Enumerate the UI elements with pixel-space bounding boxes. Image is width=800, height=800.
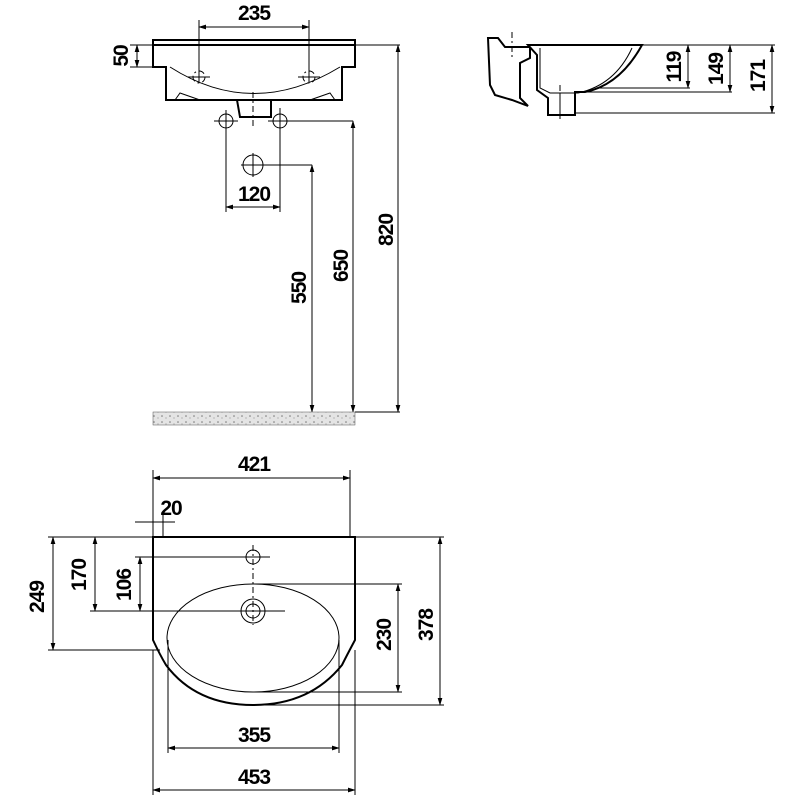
dim-back-to-ledge: 249 <box>26 581 49 613</box>
bowl-curve <box>169 66 341 94</box>
dim-drain-height: 550 <box>288 272 311 304</box>
dim-tap-to-drain: 106 <box>113 569 136 601</box>
bowl-inner <box>539 47 633 94</box>
dim-width-back: 421 <box>238 453 271 476</box>
dim-pipe-spacing: 120 <box>238 183 270 206</box>
dim-bowl-length: 230 <box>373 619 396 651</box>
feet <box>174 92 336 101</box>
side-view: 119 149 171 <box>486 32 775 122</box>
dim-total-depth: 171 <box>747 59 770 92</box>
dim-edge-offset: 20 <box>160 497 182 520</box>
basin-top-outline <box>152 536 356 707</box>
dim-drain-from-back: 170 <box>68 559 91 591</box>
dim-supply-height: 650 <box>330 250 353 282</box>
dim-bowl-depth: 119 <box>663 51 686 82</box>
wall-bracket <box>486 37 531 107</box>
top-view: 421 20 249 170 106 230 378 355 453 <box>26 453 444 795</box>
dim-tap-spacing: 235 <box>238 2 271 25</box>
dim-total-height: 820 <box>375 214 398 246</box>
dim-bowl-width: 355 <box>238 724 271 747</box>
dim-overall-depth: 378 <box>415 608 438 641</box>
front-view: 235 50 120 550 650 820 <box>110 2 401 426</box>
drain-stub <box>235 99 272 118</box>
dim-overall-width: 453 <box>238 766 270 789</box>
dim-rim-height: 50 <box>110 45 133 67</box>
floor-hatch <box>152 411 356 426</box>
basin-front <box>152 44 356 101</box>
dim-outlet-depth: 149 <box>705 53 728 85</box>
sink-section <box>525 44 644 116</box>
